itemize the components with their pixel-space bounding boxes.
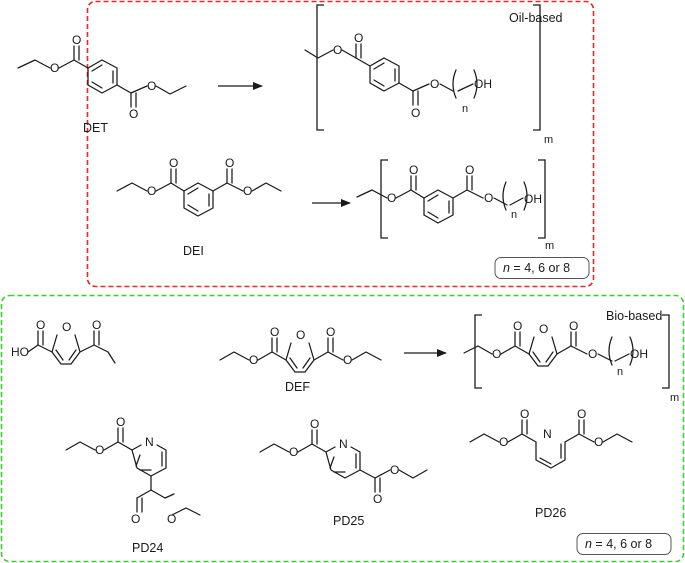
svg-text:OH: OH	[474, 77, 492, 91]
svg-text:N: N	[339, 437, 348, 451]
svg-text:O: O	[594, 435, 603, 449]
svg-text:O: O	[333, 43, 342, 57]
bio-based-title: Bio-based	[606, 309, 662, 323]
svg-text:O: O	[116, 415, 125, 429]
svg-text:O: O	[243, 184, 252, 198]
svg-text:O: O	[387, 191, 396, 205]
svg-text:O: O	[577, 407, 586, 421]
oil-based-title: Oil-based	[509, 11, 563, 25]
svg-text:n: n	[617, 366, 623, 378]
pd25-structure: O O N O O	[259, 417, 428, 506]
oil-based-panel	[86, 0, 595, 288]
def-structure: O O O O O	[219, 325, 382, 373]
svg-text:O: O	[131, 512, 140, 526]
svg-text:O: O	[270, 325, 279, 339]
oil-legend: n = 4, 6 or 8	[494, 257, 590, 279]
svg-text:O: O	[326, 325, 335, 339]
dei-label: DEI	[183, 244, 204, 258]
svg-text:O: O	[465, 163, 474, 177]
def-polymer-repeat-m: m	[670, 392, 679, 404]
det-polymer-structure: O O O O OH n	[304, 4, 541, 131]
dei-polymer-repeat-m: m	[545, 240, 554, 252]
svg-text:O: O	[499, 435, 508, 449]
dei-structure: O O O O	[116, 156, 282, 217]
def-label: DEF	[285, 380, 310, 394]
pd24-label: PD24	[132, 541, 163, 555]
svg-text:O: O	[147, 184, 156, 198]
svg-text:O: O	[296, 328, 305, 342]
svg-text:O: O	[484, 191, 493, 205]
pd25-label: PD25	[333, 514, 364, 528]
svg-text:O: O	[430, 77, 439, 91]
bio-legend: n = 4, 6 or 8	[576, 533, 672, 555]
svg-text:O: O	[36, 318, 45, 332]
svg-text:O: O	[492, 347, 501, 361]
svg-text:O: O	[390, 463, 399, 477]
svg-text:O: O	[225, 156, 234, 170]
svg-text:N: N	[543, 427, 552, 441]
svg-text:O: O	[72, 33, 81, 47]
det-polymer-repeat-m: m	[544, 134, 553, 146]
svg-text:O: O	[92, 318, 101, 332]
svg-text:O: O	[409, 163, 418, 177]
svg-text:O: O	[513, 319, 522, 333]
svg-text:n = 4, 6 or 8: n = 4, 6 or 8	[503, 261, 570, 275]
svg-text:N: N	[145, 435, 154, 449]
svg-text:OH: OH	[524, 192, 542, 206]
svg-text:O: O	[588, 347, 597, 361]
pd24-structure: O O N O O	[65, 415, 201, 526]
bio-based-panel	[0, 294, 685, 563]
svg-text:HO: HO	[11, 345, 29, 359]
svg-text:O: O	[354, 31, 363, 45]
svg-text:O: O	[289, 445, 298, 459]
pd26-label: PD26	[535, 506, 566, 520]
svg-text:O: O	[167, 512, 176, 526]
svg-text:OH: OH	[630, 347, 648, 361]
svg-text:O: O	[62, 320, 71, 334]
def-polymer-structure: O O O O O OH n	[463, 314, 670, 389]
svg-text:O: O	[373, 492, 382, 506]
dei-polymer-structure: O O O O OH n	[356, 159, 546, 239]
svg-text:O: O	[539, 322, 548, 336]
svg-text:n = 4, 6 or 8: n = 4, 6 or 8	[585, 537, 652, 551]
det-label: DET	[83, 121, 108, 135]
svg-text:O: O	[169, 156, 178, 170]
svg-text:O: O	[569, 319, 578, 333]
svg-text:O: O	[50, 61, 59, 75]
svg-text:O: O	[520, 407, 529, 421]
svg-text:O: O	[95, 443, 104, 457]
svg-text:O: O	[147, 79, 156, 93]
svg-text:O: O	[411, 106, 420, 120]
svg-text:n: n	[462, 103, 468, 115]
svg-text:O: O	[129, 107, 138, 121]
fdca-aldehyde-structure: HO O O O	[11, 318, 109, 365]
svg-text:n: n	[511, 209, 517, 221]
hmf-structure-right	[107, 351, 116, 364]
svg-text:O: O	[249, 353, 258, 367]
det-structure: O O O O	[17, 33, 187, 121]
pd26-structure: O O N O O	[469, 407, 633, 469]
svg-text:O: O	[343, 353, 352, 367]
svg-text:O: O	[310, 417, 319, 431]
